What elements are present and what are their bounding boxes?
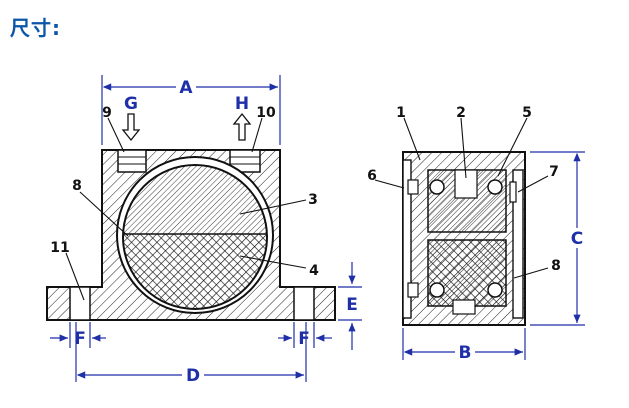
part-number-8-left: 8 xyxy=(72,178,82,194)
steel-ball xyxy=(122,164,268,310)
bearing xyxy=(487,179,503,195)
dim-label-E: E xyxy=(346,295,358,315)
bearing xyxy=(429,179,445,195)
part-number-7: 7 xyxy=(549,164,559,180)
part-number-9: 9 xyxy=(102,105,112,121)
dim-label-C: C xyxy=(571,229,583,249)
dim-label-A: A xyxy=(179,78,193,98)
part-number-2: 2 xyxy=(456,105,466,121)
dim-label-G: G xyxy=(124,94,138,114)
part-number-4: 4 xyxy=(309,263,319,279)
part-number-8-right: 8 xyxy=(551,258,561,274)
mount-hole-left xyxy=(69,286,91,321)
page-title: 尺寸: xyxy=(10,16,61,40)
mount-hole-right xyxy=(293,286,315,321)
outlet-arrow xyxy=(232,112,252,141)
part-number-3: 3 xyxy=(308,192,318,208)
dim-label-D: D xyxy=(186,366,200,386)
leader-lines xyxy=(65,117,549,301)
part-number-10: 10 xyxy=(256,105,276,121)
side-view xyxy=(402,151,526,326)
bearing xyxy=(429,282,445,298)
part-number-1: 1 xyxy=(396,105,406,121)
dim-label-F-right: F xyxy=(298,329,310,349)
dim-label-H: H xyxy=(235,94,249,114)
dim-label-F-left: F xyxy=(74,329,86,349)
inlet-arrow xyxy=(121,113,141,142)
part-number-5: 5 xyxy=(522,105,532,121)
bearing xyxy=(487,282,503,298)
outlet-port xyxy=(229,149,261,173)
part-number-6: 6 xyxy=(367,168,377,184)
dim-label-B: B xyxy=(459,343,472,363)
inlet-port xyxy=(117,149,147,173)
part-number-11: 11 xyxy=(50,240,69,256)
front-view xyxy=(46,112,336,321)
dimension-lines xyxy=(50,75,585,382)
